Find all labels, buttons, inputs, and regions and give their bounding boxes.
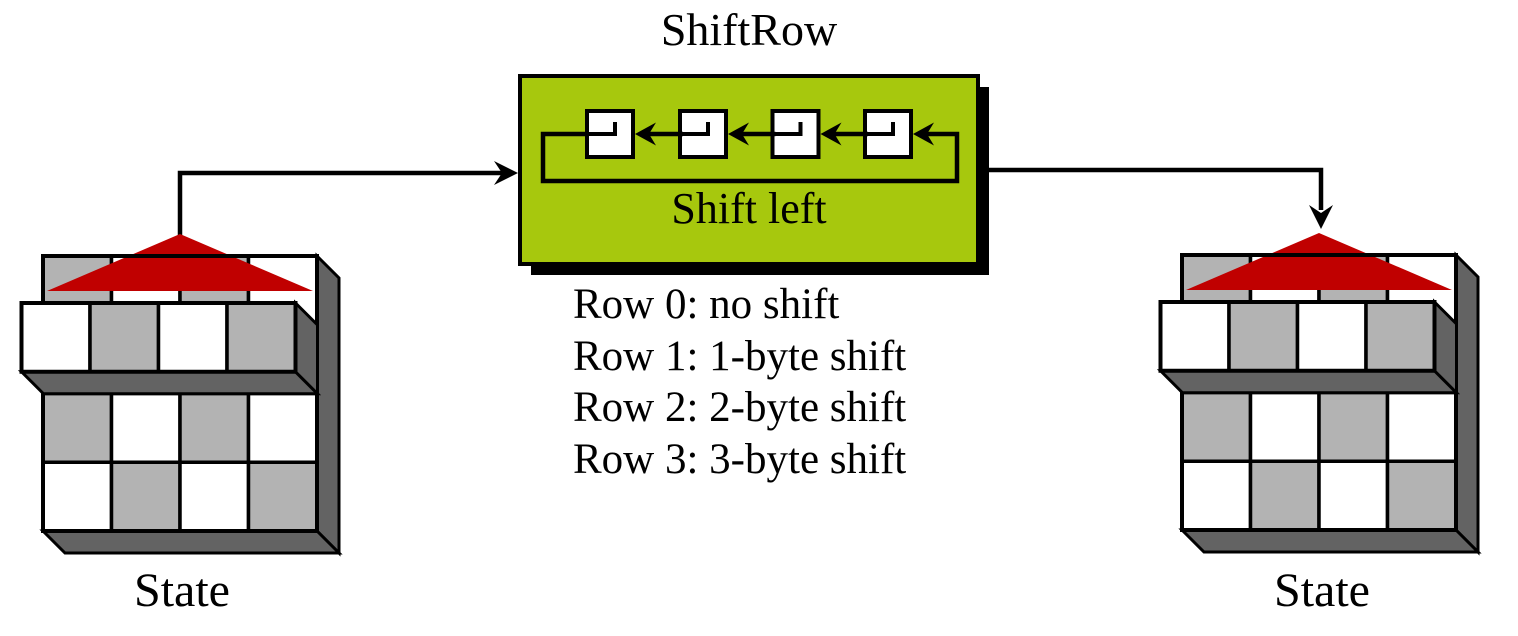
right-state-cell-r3c1 [1248, 459, 1321, 532]
shift-arrowhead-icon-2 [820, 122, 842, 146]
output-connector-line [975, 167, 1324, 210]
shift-arrowhead-icon-0 [635, 122, 656, 146]
left-state-label: State [134, 564, 230, 617]
left-state-bottom-face [39, 529, 343, 555]
right-pulled-row-bottom-face [1156, 369, 1461, 395]
wraparound-loop-line [540, 131, 960, 184]
left-state-cell-r2c2 [178, 391, 251, 464]
right-state-cell-r3c3 [1385, 459, 1458, 532]
left-pulled-row-bottom-face [17, 370, 322, 396]
shift-rules-list: Row 0: no shift Row 1: 1-byte shift Row … [573, 279, 906, 485]
left-pulled-row-cell-c0 [19, 301, 92, 374]
shift-rule-row3: Row 3: 3-byte shift [573, 435, 907, 483]
left-pulled-row-cell-c1 [88, 301, 161, 374]
left-state-cell-r3c0 [41, 460, 114, 533]
right-pulled-row-cell-c3 [1364, 300, 1437, 373]
left-pulled-row-cell-c3 [225, 301, 298, 374]
left-state-cell-r2c1 [109, 391, 182, 464]
input-connector-arrowhead-icon [494, 161, 518, 185]
shift-direction-label: Shift left [671, 184, 827, 233]
wraparound-arrowhead-icon [913, 122, 934, 146]
shiftrow-box [518, 74, 980, 266]
right-state-label: State [1274, 564, 1370, 617]
right-pulled-row-outline [1158, 300, 1437, 373]
left-state-cell-r3c2 [178, 460, 251, 533]
right-pulled-row-cell-c2 [1295, 300, 1368, 373]
left-pulled-row-outline [19, 301, 298, 374]
right-state-cell-r3c2 [1317, 459, 1390, 532]
right-state-cell-r2c2 [1317, 390, 1390, 463]
shift-rule-row1: Row 1: 1-byte shift [573, 332, 907, 380]
right-state-cell-r3c0 [1180, 459, 1253, 532]
right-state-cell-r2c1 [1248, 390, 1321, 463]
right-state-cell-r2c0 [1180, 390, 1253, 463]
diagram-title: ShiftRow [660, 4, 838, 55]
left-pulled-row-cell-c2 [156, 301, 229, 374]
shift-rule-row2: Row 2: 2-byte shift [573, 384, 907, 431]
shift-arrowhead-icon-1 [728, 122, 749, 146]
input-connector-line [177, 170, 506, 240]
left-state-right-face [315, 252, 341, 557]
right-row-marker-triangle-icon [1186, 233, 1452, 290]
right-pulled-row-cell-c1 [1227, 300, 1300, 373]
left-row-marker-triangle-icon [47, 234, 313, 291]
left-state-cell-r2c3 [246, 391, 319, 464]
right-pulled-row-cell-c0 [1158, 300, 1231, 373]
left-state-cell-r3c1 [109, 460, 182, 533]
right-state-right-face [1454, 251, 1480, 556]
output-connector-arrowhead-icon [1309, 205, 1333, 229]
shift-rule-row0: Row 0: no shift [573, 281, 840, 328]
right-state-bottom-face [1178, 528, 1482, 554]
left-state-cell-r2c0 [41, 391, 114, 464]
left-state-cell-r3c3 [246, 460, 319, 533]
right-state-cell-r2c3 [1385, 390, 1458, 463]
